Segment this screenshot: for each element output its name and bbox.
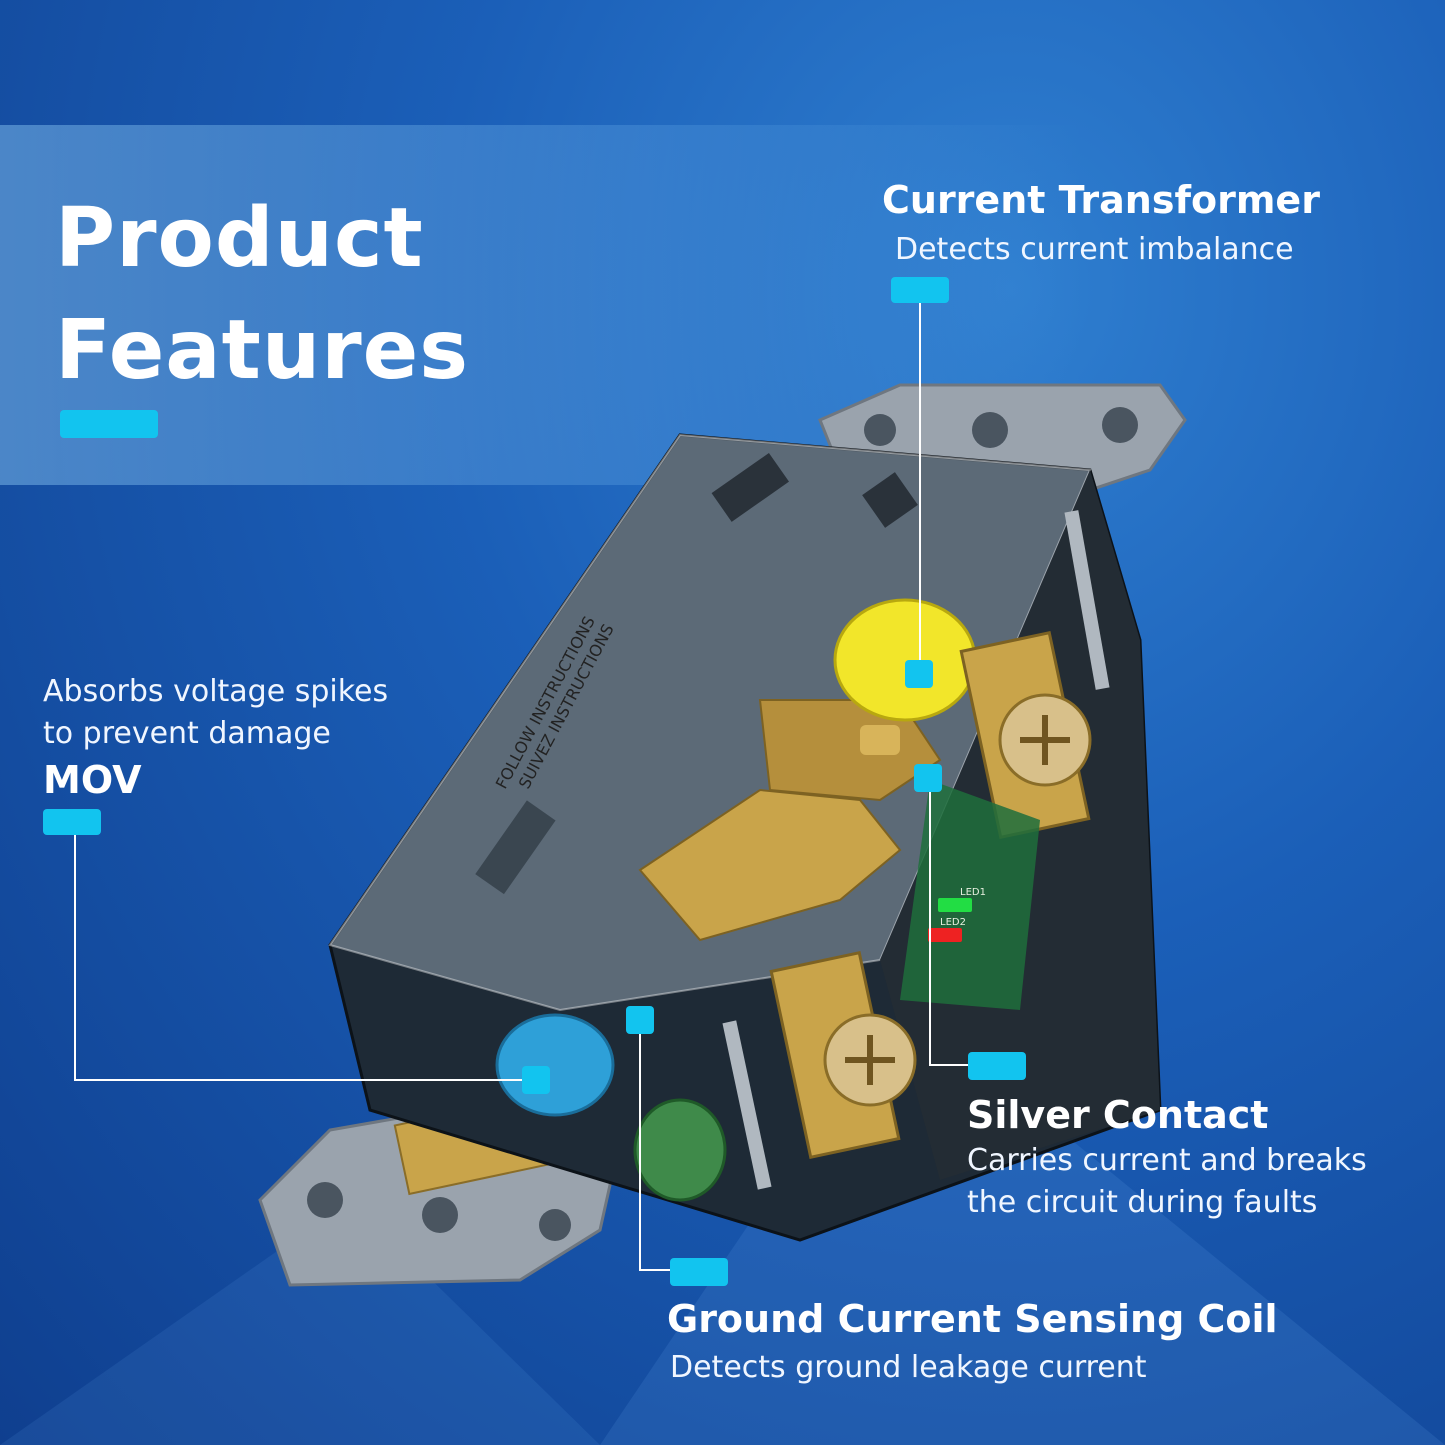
led1-label: LED1 (960, 887, 986, 898)
silver-contact-accent (968, 1052, 1026, 1080)
terminal-screw-bottom (769, 950, 917, 1160)
ground-coil-desc: Detects ground leakage current (670, 1350, 1147, 1385)
led1 (938, 898, 972, 912)
led2-label: LED2 (940, 917, 966, 928)
mov-title: MOV (43, 758, 142, 802)
ground-coil-accent (670, 1258, 728, 1286)
mov-disc (495, 1013, 615, 1117)
terminal-screw-top (959, 630, 1092, 840)
marker-ground-coil (626, 1006, 654, 1034)
ground-coil-title: Ground Current Sensing Coil (667, 1297, 1278, 1341)
circuit-board (900, 780, 1040, 1010)
title-band (0, 125, 1445, 485)
marker-silver-contact (914, 764, 942, 792)
leader-line-silver-contact (929, 775, 985, 1066)
current-transformer-title: Current Transformer (882, 178, 1320, 222)
leader-line-mov (74, 835, 535, 1081)
current-transformer-coil (833, 598, 977, 722)
marker-mov (522, 1066, 550, 1094)
current-transformer-desc: Detects current imbalance (895, 232, 1294, 267)
title-line-1: Product (55, 191, 424, 286)
title-accent-bar (60, 410, 158, 438)
ground-sensing-coil (633, 1098, 727, 1202)
mov-desc-2: to prevent damage (43, 716, 331, 751)
assembly-screw-bottom (722, 1020, 772, 1190)
silver-contact-desc-1: Carries current and breaks (967, 1143, 1367, 1178)
light-ray (0, 1200, 600, 1445)
mov-desc-1: Absorbs voltage spikes (43, 674, 389, 709)
marker-current-transformer (905, 660, 933, 688)
brass-contact-assembly (638, 699, 942, 942)
silver-contact-title: Silver Contact (967, 1093, 1269, 1137)
assembly-screw-top (1064, 510, 1110, 690)
current-transformer-accent (891, 277, 949, 303)
light-ray (600, 1000, 1445, 1445)
led2 (928, 928, 962, 942)
mov-accent (43, 809, 101, 835)
title-line-2: Features (55, 303, 470, 398)
silver-contact-desc-2: the circuit during faults (967, 1185, 1318, 1220)
